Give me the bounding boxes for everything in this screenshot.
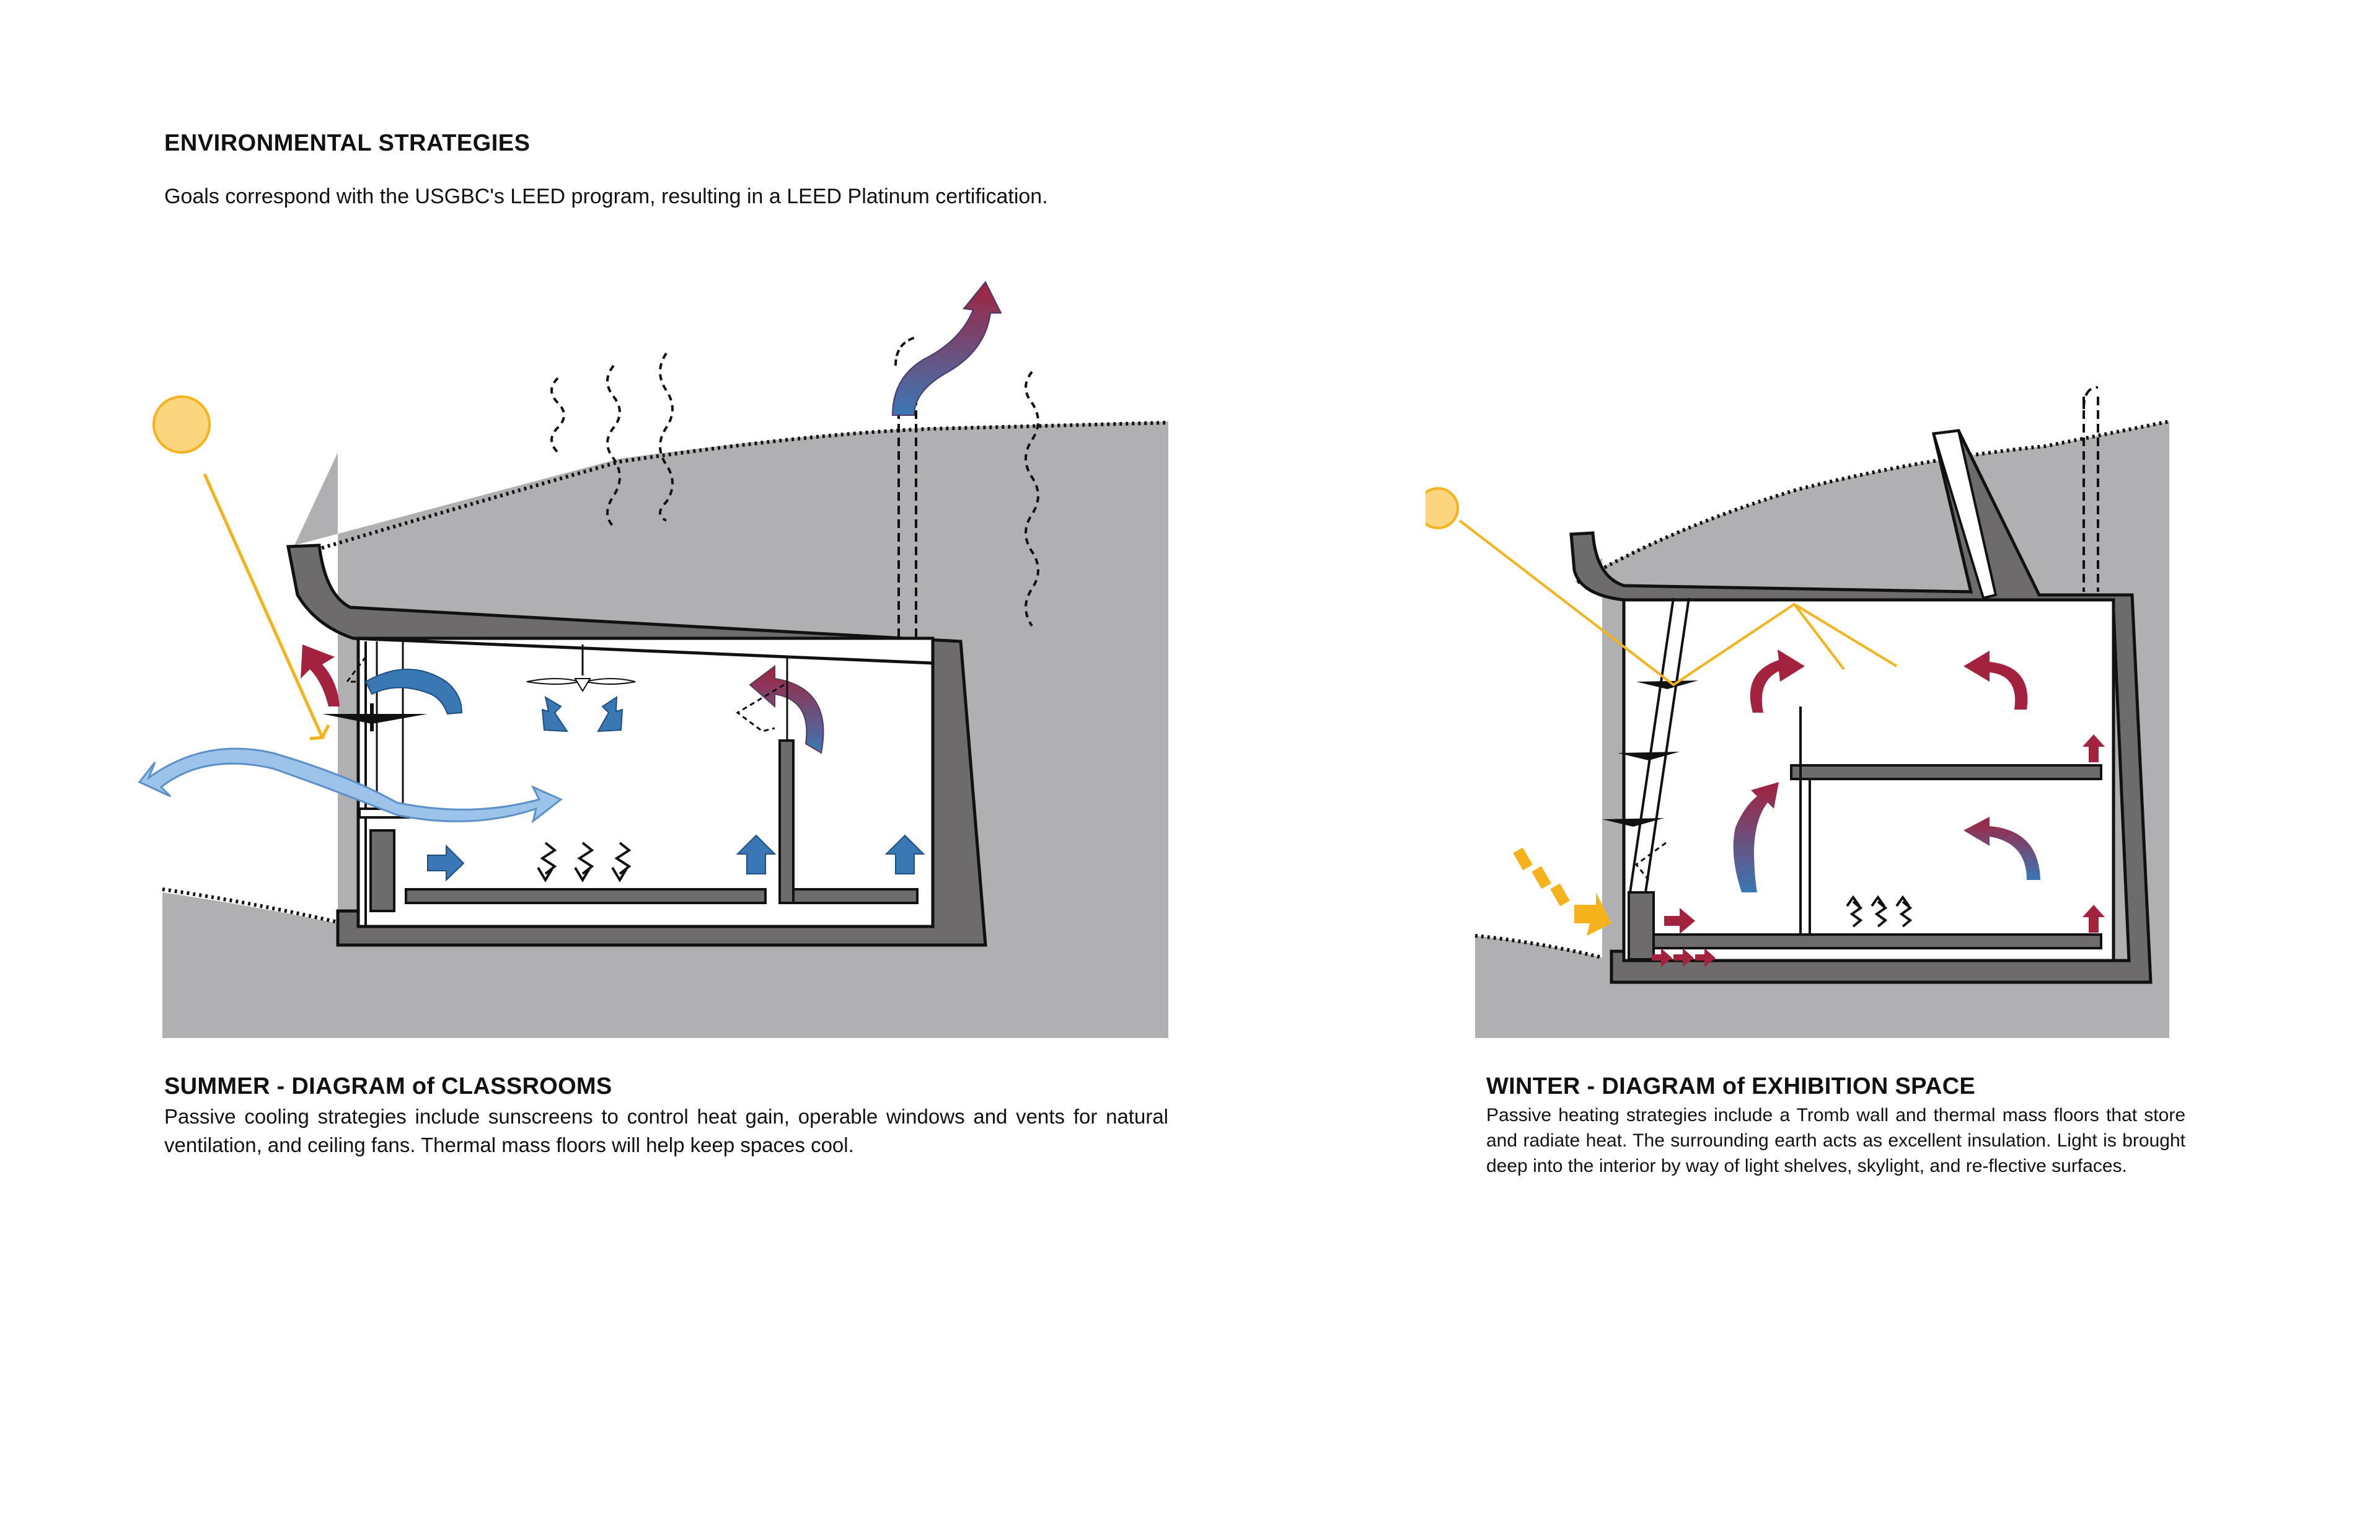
warm-air-out-arrow — [301, 645, 340, 706]
floor-cooling-zigzags — [537, 842, 632, 882]
fan-down-arrow-2 — [597, 696, 624, 733]
sun-icon — [152, 395, 211, 454]
page-subtitle: Goals correspond with the USGBC's LEED p… — [164, 185, 1048, 208]
winter-sun-icon — [1426, 487, 1459, 529]
winter-caption: WINTER - DIAGRAM of EXHIBITION SPACE Pas… — [1486, 1073, 2185, 1179]
winter-direct-sun — [1513, 847, 1611, 936]
winter-description: Passive heating strategies include a Tro… — [1486, 1105, 2185, 1176]
winter-grass-line-ground — [1474, 934, 1603, 959]
skylight — [1932, 429, 1998, 600]
winter-rising-arrow — [1733, 782, 1779, 892]
winter-mezzanine — [1790, 764, 2102, 780]
summer-section-diagram — [138, 281, 1169, 1038]
tromb-wall — [1628, 891, 1655, 961]
grass-line-ground — [162, 887, 338, 924]
sunscreen — [322, 714, 428, 724]
window-sill-block — [369, 829, 395, 912]
winter-return-arrow — [1963, 817, 2040, 880]
winter-up-arrow-1 — [2082, 734, 2105, 762]
stack-vent-arrow — [891, 281, 1002, 416]
exhaust-air-arrow — [749, 665, 824, 754]
cool-air-arrow — [364, 669, 463, 715]
winter-floor-arrow — [1664, 908, 1695, 934]
winter-tromb-vent-arrows — [1652, 948, 1716, 967]
sun-ray — [203, 473, 330, 741]
winter-up-arrow-2 — [2082, 905, 2105, 933]
winter-building-shell — [1569, 429, 2153, 984]
summer-caption: SUMMER - DIAGRAM of CLASSROOMS Passive c… — [164, 1073, 1168, 1159]
light-shelves — [1602, 680, 1698, 827]
page-title: ENVIRONMENTAL STRATEGIES — [164, 130, 531, 156]
winter-sun-ray — [1458, 519, 1898, 687]
winter-stack-vent — [2082, 386, 2099, 592]
winter-section-diagram — [1426, 386, 2188, 1038]
winter-title: WINTER - DIAGRAM of EXHIBITION SPACE — [1486, 1073, 1976, 1099]
thermal-mass-floor-2 — [781, 888, 919, 904]
winter-warm-arrow-1 — [1750, 649, 1805, 713]
breeze-arrow — [138, 747, 563, 824]
interior-space — [356, 636, 935, 928]
winter-thermal-floor — [1651, 933, 2102, 949]
fan-down-arrow-1 — [541, 695, 568, 733]
interior-partition — [778, 739, 795, 904]
summer-title: SUMMER - DIAGRAM of CLASSROOMS — [164, 1073, 612, 1099]
rising-air-arrow-2 — [884, 834, 925, 874]
ceiling-fan-icon — [526, 645, 636, 692]
winter-radiant-heat-zigzags — [1846, 895, 1913, 928]
floor-air-arrow — [427, 844, 465, 882]
thermal-mass-floor — [405, 888, 767, 904]
grass-line-roof — [309, 421, 1169, 553]
summer-description: Passive cooling strategies include sunsc… — [164, 1105, 1168, 1156]
rising-air-arrow-1 — [736, 834, 777, 874]
winter-warm-arrow-2 — [1963, 651, 2028, 710]
glazed-facade — [1629, 597, 1690, 893]
evaporation-squiggles — [550, 352, 1039, 627]
winter-grass-line-roof — [1576, 420, 2170, 584]
